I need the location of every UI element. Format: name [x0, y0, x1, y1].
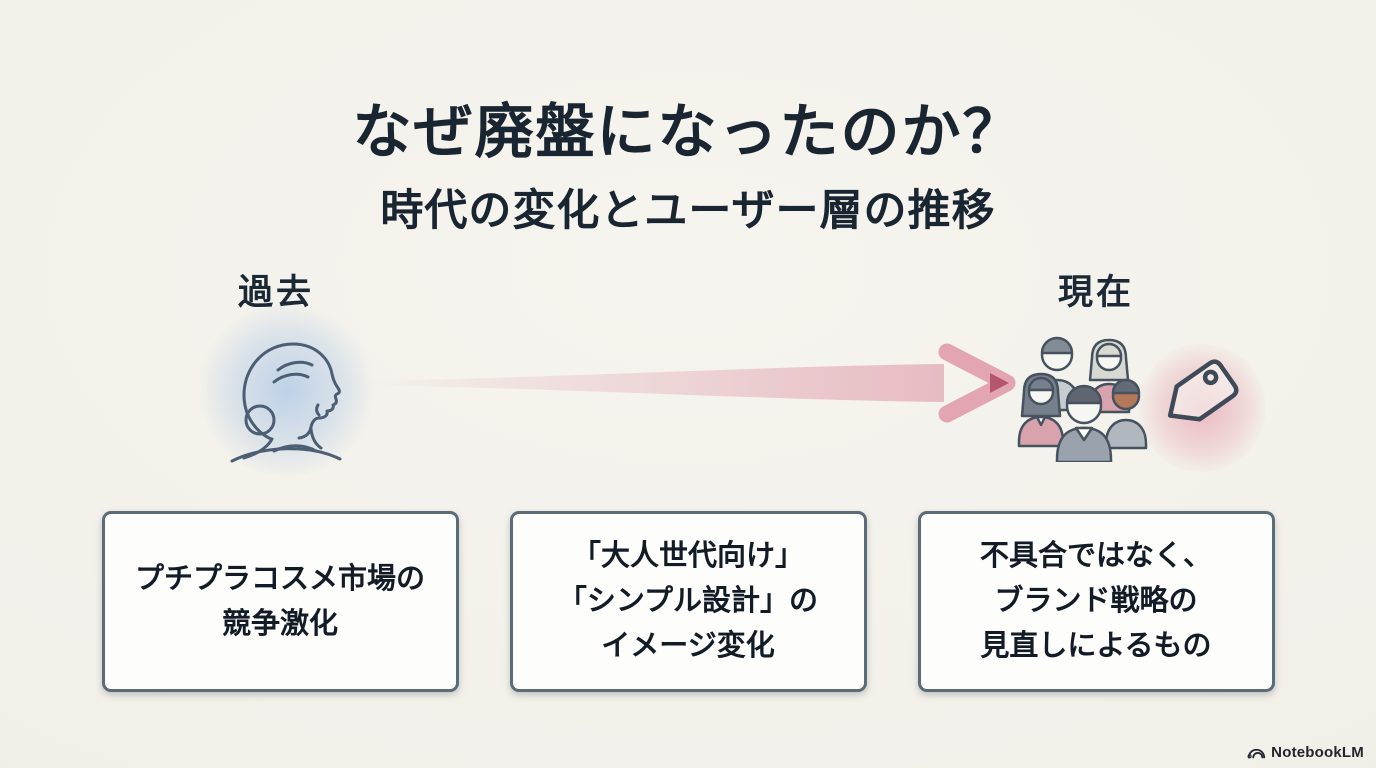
card-text-line: イメージ変化	[601, 629, 775, 662]
elderly-woman-profile-icon	[230, 342, 342, 463]
card-text-line: プチプラコスメ市場の	[134, 562, 425, 595]
transition-arrow-icon	[361, 343, 1016, 423]
card-text-line: 「シンプル設計」の	[557, 585, 819, 618]
notebooklm-logo-icon	[1247, 748, 1266, 759]
card-text-line: ブランド戦略の	[994, 585, 1198, 618]
reason-cards: プチプラコスメ市場の 競争激化 「大人世代向け」 「シンプル設計」の イメージ変…	[0, 511, 1376, 692]
card-text-line: 「大人世代向け」	[571, 540, 804, 573]
brand-name: NotebookLM	[1271, 744, 1364, 761]
reason-card-brand-strategy: 不具合ではなく、 ブランド戦略の 見直しによるもの	[917, 511, 1275, 692]
reason-card-competition: プチプラコスメ市場の 競争激化	[101, 511, 459, 692]
page-subtitle: 時代の変化とユーザー層の推移	[380, 188, 996, 235]
people-group-icon	[1017, 336, 1148, 462]
reason-card-image-change: 「大人世代向け」 「シンプル設計」の イメージ変化	[509, 511, 867, 692]
price-tag-icon	[1167, 359, 1239, 422]
card-text-line: 不具合ではなく、	[979, 540, 1212, 573]
page-title: なぜ廃盤になったのか？	[352, 99, 1024, 165]
past-label: 過去	[238, 273, 315, 312]
card-text-line: 見直しによるもの	[980, 629, 1212, 662]
present-label: 現在	[1058, 273, 1135, 312]
brand-footer: NotebookLM	[1246, 744, 1364, 761]
card-text-line: 競争激化	[221, 607, 338, 640]
